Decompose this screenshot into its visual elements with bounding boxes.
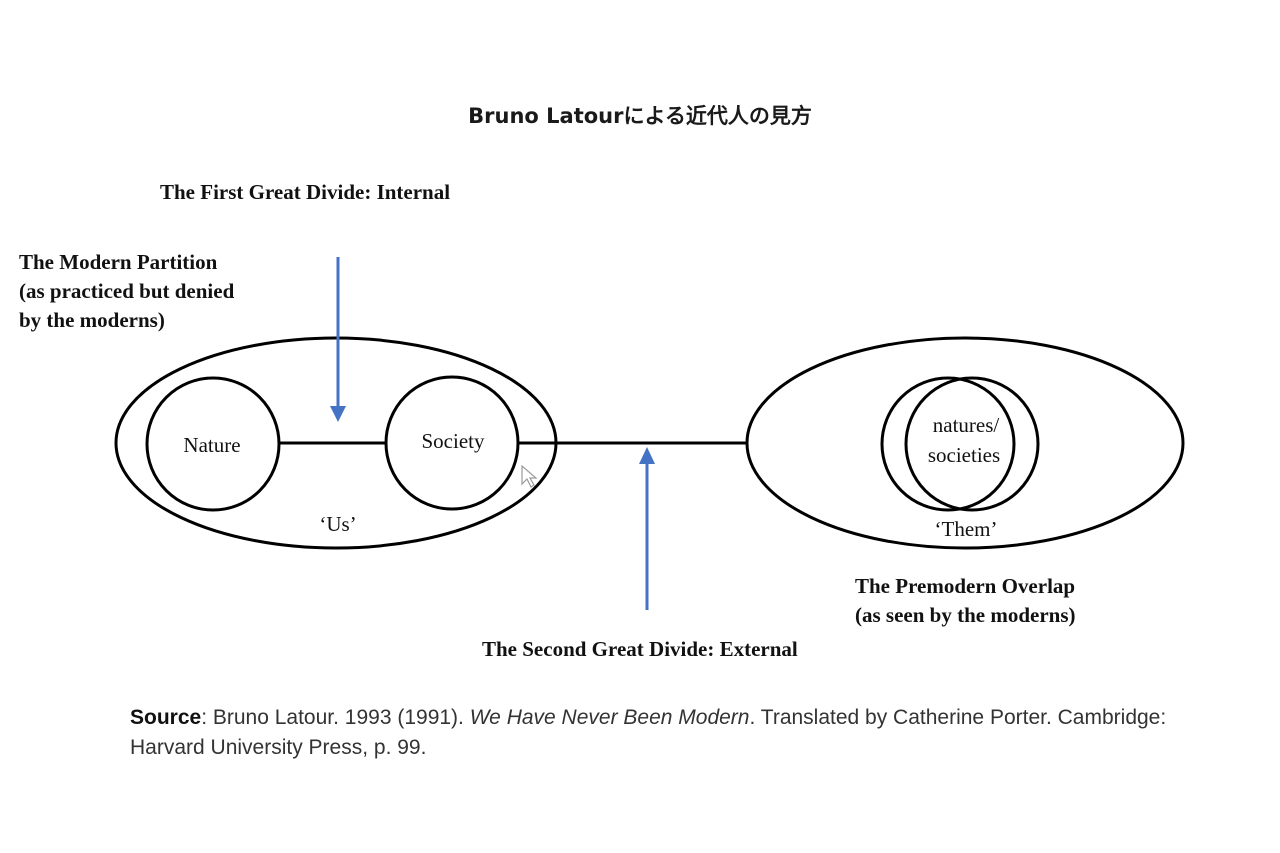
modern-partition-line-1: The Modern Partition [19,250,218,274]
societies-label: societies [928,443,1000,467]
them-label: ‘Them’ [935,517,998,541]
second-divide-arrowhead [639,447,655,464]
society-label: Society [422,429,485,453]
premodern-overlap-label: The Premodern Overlap (as seen by the mo… [855,572,1076,630]
them-ellipse [745,336,1185,550]
modern-partition-label: The Modern Partition (as practiced but d… [19,248,234,335]
premodern-overlap-line-2: (as seen by the moderns) [855,603,1076,627]
second-divide-label: The Second Great Divide: External [482,637,798,661]
societies-circle [904,376,1040,512]
natures-circle [880,376,1016,512]
natures-label: natures/ [933,413,1000,437]
source-citation: Source: Bruno Latour. 1993 (1991). We Ha… [130,703,1190,763]
modern-partition-line-3: by the moderns) [19,308,165,332]
source-book-title: We Have Never Been Modern [469,706,750,729]
source-text-before: : Bruno Latour. 1993 (1991). [201,706,470,729]
first-divide-arrowhead [330,406,346,422]
source-text-after: . Translated by Catherine Porter. Cambri… [130,706,1167,759]
page-title: Bruno Latourによる近代人の見方 [468,104,812,128]
premodern-overlap-line-1: The Premodern Overlap [855,574,1076,598]
arrows-group [330,257,655,610]
mouse-cursor-icon [521,464,538,488]
nature-label: Nature [183,433,240,457]
us-label: ‘Us’ [319,512,356,536]
modern-partition-line-2: (as practiced but denied [19,279,235,303]
first-divide-label: The First Great Divide: Internal [160,180,451,204]
source-label: Source [130,706,202,729]
